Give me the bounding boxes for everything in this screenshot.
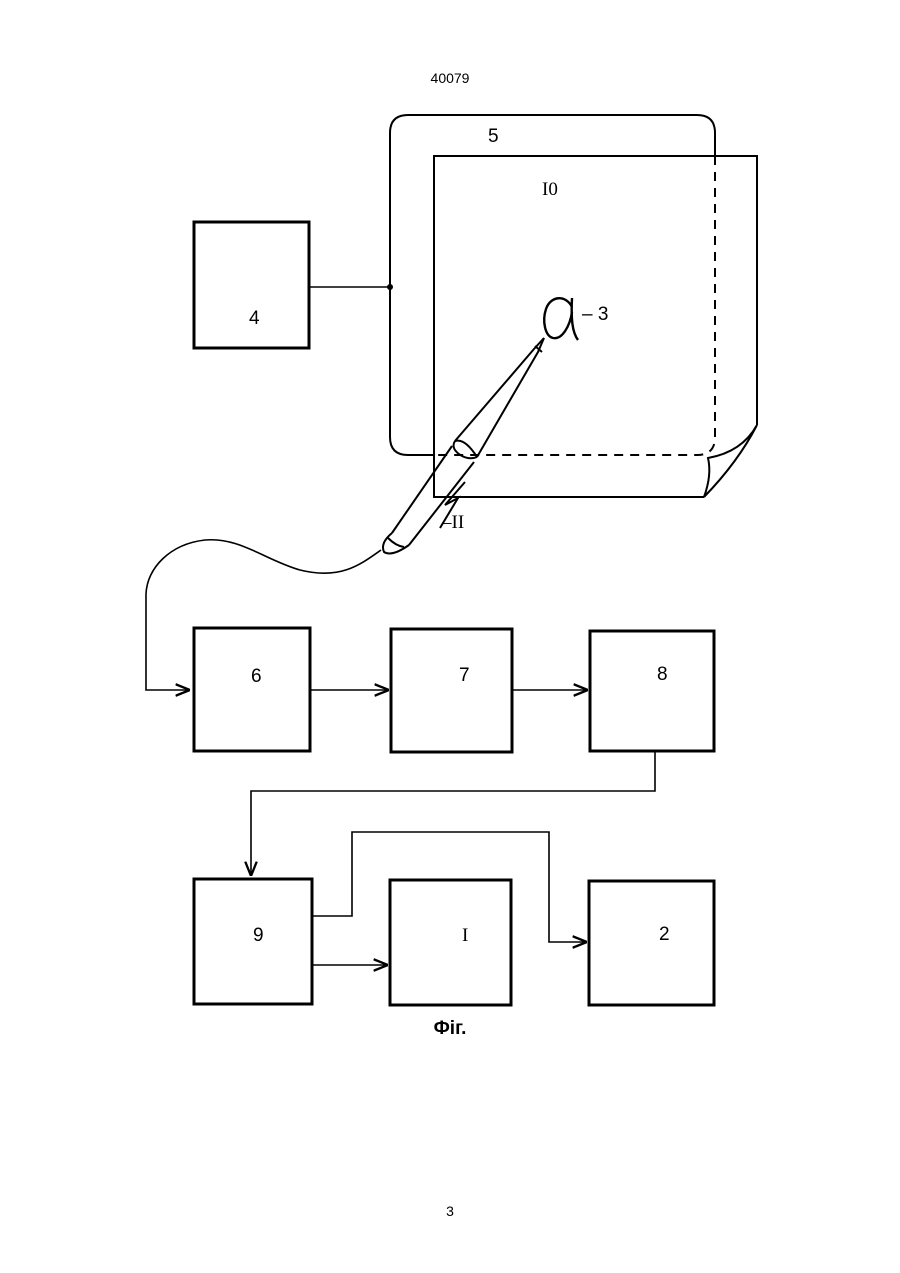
arrow-9-to-2	[312, 832, 587, 942]
figure-caption: Фіг.	[0, 1018, 900, 1040]
block-6	[194, 628, 310, 751]
block-4	[194, 222, 309, 348]
junction-dot	[387, 284, 393, 290]
block-8	[590, 631, 714, 751]
pen-ref-label: –II	[441, 512, 464, 533]
block-2	[589, 881, 714, 1005]
block-7	[391, 629, 512, 752]
handwritten-letter-a	[544, 298, 578, 340]
block-7-label: 7	[459, 665, 470, 686]
block-9-label: 9	[253, 925, 264, 946]
block-2-label: 2	[659, 924, 670, 945]
pen-cable	[146, 540, 381, 690]
block-8-label: 8	[657, 664, 668, 685]
page-number: 3	[0, 1203, 900, 1219]
block-4-label: 4	[249, 308, 260, 329]
block-1	[390, 880, 511, 1005]
block-6-label: 6	[251, 666, 262, 687]
sheet-label: I0	[542, 179, 558, 200]
block-1-label: I	[462, 925, 468, 946]
letter-ref-label: – 3	[582, 304, 608, 325]
arrow-8-to-9	[251, 751, 655, 876]
tablet-label: 5	[488, 126, 499, 147]
tablet-frame	[390, 115, 715, 455]
